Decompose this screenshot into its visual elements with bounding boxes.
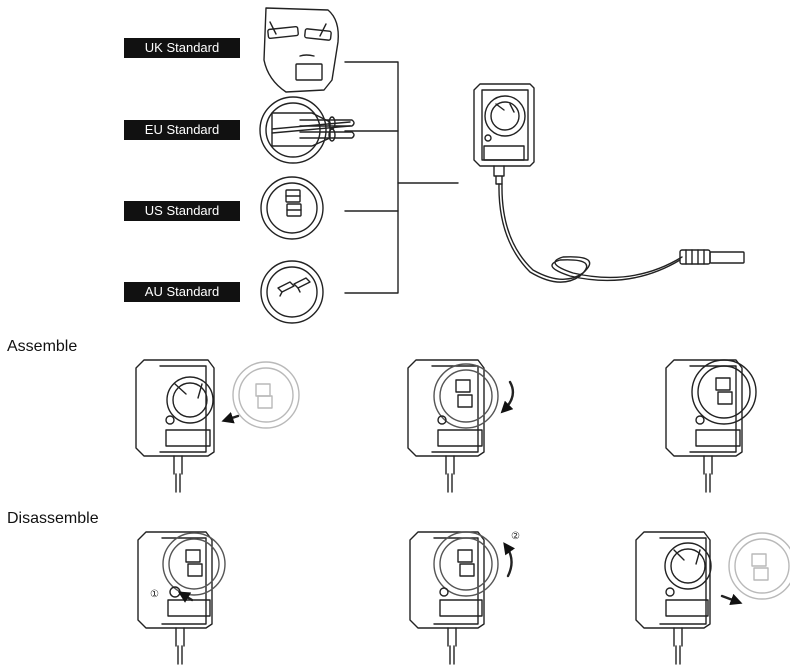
adapter-icon [473, 83, 535, 185]
eu-standard-label: EU Standard [124, 120, 240, 140]
disassemble-step-1 [137, 531, 226, 665]
disassemble-title: Disassemble [7, 510, 99, 527]
dc-cable [498, 183, 683, 283]
disassemble-step-2 [409, 531, 516, 665]
rotate-arrow-icon [500, 380, 515, 414]
ghost-plug-removed-icon [728, 532, 790, 600]
us-standard-label: US Standard [124, 201, 240, 221]
connector-lines [344, 61, 459, 294]
step-2-marker: ② [511, 531, 520, 542]
step-1-marker: ① [150, 589, 159, 600]
disassemble-step-3 [635, 531, 790, 665]
plug-us-icon [260, 176, 324, 240]
plug-uk-icon [263, 7, 339, 93]
arrow-icon [221, 412, 240, 424]
pull-arrow-icon [720, 593, 743, 606]
assemble-step-2 [407, 359, 515, 493]
press-arrow-icon [177, 591, 194, 603]
uk-standard-label: UK Standard [124, 38, 240, 58]
dc-connector-icon [679, 249, 745, 265]
assemble-step-1 [135, 359, 300, 493]
au-standard-label: AU Standard [124, 282, 240, 302]
assemble-title: Assemble [7, 338, 78, 355]
ghost-plug-icon [232, 361, 300, 429]
rotate-back-arrow-icon [503, 542, 516, 578]
plug-eu-icon [259, 96, 355, 164]
assemble-step-3 [665, 359, 757, 493]
plug-au-icon [260, 260, 324, 324]
